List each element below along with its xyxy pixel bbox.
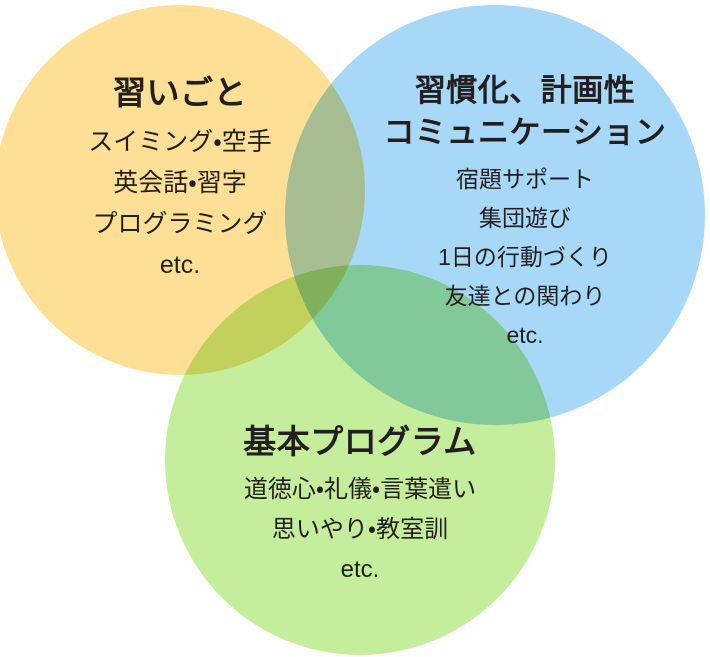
habits-title-line: コミュニケーション bbox=[383, 115, 667, 150]
circle-lessons[interactable] bbox=[0, 5, 365, 375]
circle-basic[interactable] bbox=[165, 265, 555, 655]
habits-item: 宿題サポート bbox=[456, 166, 594, 192]
basic-title-line: 基本プログラム bbox=[243, 423, 477, 460]
lessons-title-line: 習いごと bbox=[113, 74, 247, 111]
habits-item: 1日の行動づくり bbox=[438, 244, 612, 270]
lessons-item: etc. bbox=[159, 251, 201, 279]
habits-item-list: 宿題サポート 集団遊び 1日の行動づくり 友達との関わり etc. bbox=[355, 160, 695, 355]
habits-item: etc. bbox=[506, 322, 544, 348]
habits-item: 集団遊び bbox=[479, 205, 571, 231]
basic-item: 道徳心・礼儀・言葉遣い bbox=[243, 476, 477, 503]
venn-group-lessons: 習いごと スイミング・空手 英会話・習字 プログラミング etc. bbox=[10, 72, 350, 286]
habits-title: 習慣化、計画性 コミュニケーション bbox=[355, 70, 695, 154]
venn-group-basic: 基本プログラム 道徳心・礼儀・言葉遣い 思いやり・教室訓 etc. bbox=[170, 420, 550, 590]
lessons-item-list: スイミング・空手 英会話・習字 プログラミング etc. bbox=[10, 122, 350, 286]
basic-item: 思いやり・教室訓 bbox=[271, 516, 449, 543]
lessons-title: 習いごと bbox=[10, 72, 350, 114]
habits-item: 友達との関わり bbox=[444, 283, 606, 309]
lessons-item: プログラミング bbox=[92, 210, 268, 238]
lessons-item: スイミング・空手 bbox=[88, 128, 272, 156]
habits-title-line: 習慣化、計画性 bbox=[414, 73, 636, 108]
lessons-item: 英会話・習字 bbox=[113, 169, 247, 197]
basic-item: etc. bbox=[340, 556, 380, 583]
basic-item-list: 道徳心・礼儀・言葉遣い 思いやり・教室訓 etc. bbox=[170, 470, 550, 590]
basic-title: 基本プログラム bbox=[170, 420, 550, 464]
venn-group-habits: 習慣化、計画性 コミュニケーション 宿題サポート 集団遊び 1日の行動づくり 友… bbox=[355, 70, 695, 355]
